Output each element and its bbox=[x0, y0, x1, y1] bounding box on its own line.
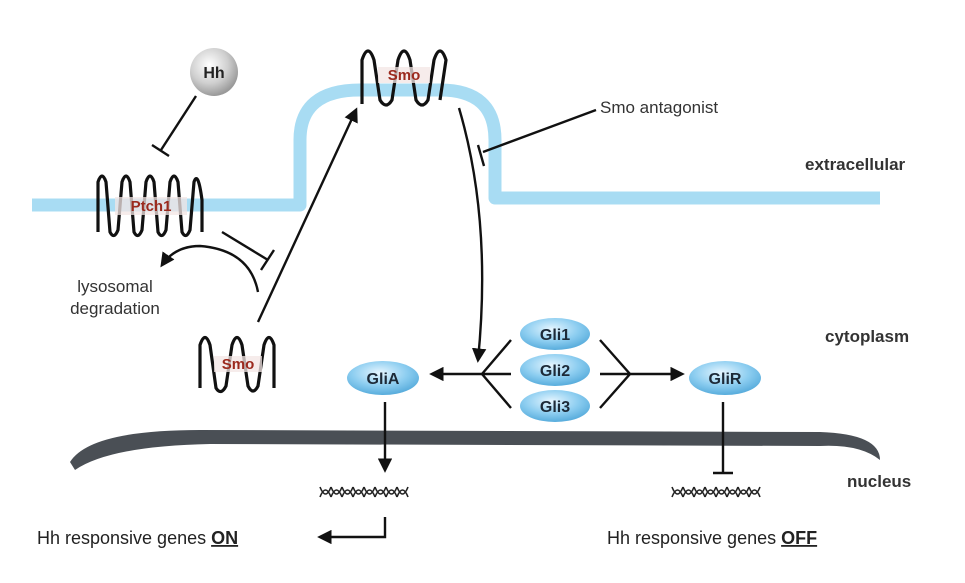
smo-translocation-arrow bbox=[256, 107, 358, 323]
smo-to-gli-arrow bbox=[457, 107, 487, 363]
gli1-label: Gli1 bbox=[540, 327, 570, 344]
inhibition-bar-icon bbox=[151, 143, 170, 158]
dna-strand bbox=[352, 486, 365, 495]
dna-strand bbox=[715, 486, 728, 495]
dna-strand bbox=[363, 486, 376, 495]
gli3-label: Gli3 bbox=[540, 399, 570, 416]
dna-strand bbox=[726, 489, 739, 498]
glir-label: GliR bbox=[709, 371, 742, 388]
dna-strand bbox=[704, 489, 717, 498]
smo-cytoplasmic: Smo bbox=[198, 335, 276, 394]
gli2-label: Gli2 bbox=[540, 363, 570, 380]
dna-strand bbox=[682, 486, 695, 495]
glia: GliA bbox=[347, 361, 419, 395]
hh-inhibits-ptch1-line bbox=[159, 95, 198, 151]
genes-on-text: Hh responsive genes bbox=[37, 528, 211, 548]
smo-cytoplasmic-label: Smo bbox=[222, 356, 255, 373]
dna-strand bbox=[385, 486, 398, 495]
dna-strand bbox=[737, 486, 750, 495]
dna-strand bbox=[319, 486, 332, 495]
dna-strand bbox=[671, 489, 684, 498]
hh-label: Hh bbox=[203, 65, 224, 82]
dna-strand bbox=[319, 489, 332, 498]
degradation-arrow bbox=[160, 244, 260, 293]
genes-on-state: ON bbox=[211, 528, 238, 548]
smo-antagonist-label: Smo antagonist bbox=[600, 98, 718, 117]
gli1: Gli1 bbox=[520, 318, 590, 350]
ptch1-inhibits-smo-line bbox=[221, 230, 269, 262]
inhibition-bar-icon bbox=[476, 144, 486, 167]
dna-strand bbox=[726, 486, 739, 495]
gli-converge-right bbox=[599, 339, 632, 409]
glia-label: GliA bbox=[367, 371, 400, 388]
dna-strand bbox=[671, 486, 684, 495]
genes-off-state: OFF bbox=[781, 528, 817, 548]
inhibition-bar-icon bbox=[259, 249, 276, 271]
dna-strand bbox=[715, 489, 728, 498]
lysosomal-label-line2: degradation bbox=[70, 299, 160, 318]
gli-converge-left bbox=[480, 339, 512, 409]
dna-strand bbox=[363, 489, 376, 498]
ptch1-receptor: Ptch1 bbox=[96, 174, 204, 238]
dna-strand bbox=[748, 486, 761, 495]
dna-strand bbox=[352, 489, 365, 498]
dna-strand bbox=[341, 489, 354, 498]
dna-strand bbox=[396, 486, 409, 495]
glir: GliR bbox=[689, 361, 761, 395]
lysosomal-label-line1: lysosomal bbox=[77, 277, 153, 296]
genes-off-text: Hh responsive genes bbox=[607, 528, 781, 548]
smo-membrane: Smo bbox=[360, 49, 448, 107]
dna-strand bbox=[693, 489, 706, 498]
smo-membrane-label: Smo bbox=[388, 67, 421, 84]
plasma-membrane bbox=[32, 83, 880, 212]
hh-ligand: Hh bbox=[190, 48, 238, 96]
region-nucleus: nucleus bbox=[847, 472, 911, 491]
dna-strand bbox=[330, 486, 343, 495]
genes-on-arrow bbox=[317, 517, 387, 545]
dna-strand bbox=[693, 486, 706, 495]
nuclear-envelope bbox=[70, 430, 880, 470]
dna-strand bbox=[748, 489, 761, 498]
dna-strand bbox=[385, 489, 398, 498]
gli2: Gli2 bbox=[520, 354, 590, 386]
genes-off-label: Hh responsive genes OFF bbox=[607, 528, 817, 548]
ptch1-label: Ptch1 bbox=[131, 198, 172, 215]
dna-helix-off-icon bbox=[671, 486, 761, 498]
dna-strand bbox=[682, 489, 695, 498]
dna-strand bbox=[396, 489, 409, 498]
dna-strand bbox=[374, 486, 387, 495]
genes-on-label: Hh responsive genes ON bbox=[37, 528, 238, 548]
dna-strand bbox=[330, 489, 343, 498]
dna-helix-on-icon bbox=[319, 486, 409, 498]
dna-strand bbox=[341, 486, 354, 495]
dna-strand bbox=[374, 489, 387, 498]
dna-strand bbox=[737, 489, 750, 498]
dna-strand bbox=[704, 486, 717, 495]
region-extracellular: extracellular bbox=[805, 155, 906, 174]
region-cytoplasm: cytoplasm bbox=[825, 327, 909, 346]
hh-ligand-sphere bbox=[190, 48, 238, 96]
gli3: Gli3 bbox=[520, 390, 590, 422]
antagonist-line bbox=[482, 108, 597, 154]
